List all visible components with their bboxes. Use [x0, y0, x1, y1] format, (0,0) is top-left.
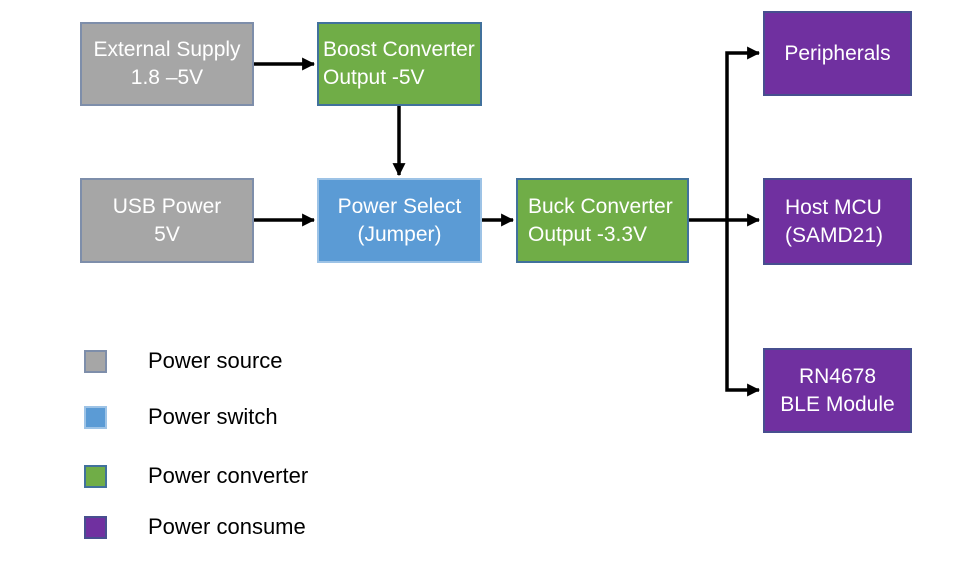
node-label-line1: RN4678: [798, 364, 877, 388]
node-usb-power: USB Power 5V: [80, 178, 254, 263]
node-label-line2: Output -5V: [323, 66, 425, 89]
node-label-line2: (Jumper): [357, 222, 442, 246]
power-consume-swatch: [84, 515, 107, 539]
legend-label: Power converter: [148, 463, 309, 488]
arrow-buck-to-ble-module: [725, 220, 761, 397]
node-external-supply: External Supply 1.8 –5V: [80, 22, 254, 106]
legend-item-power-source: Power source: [84, 348, 283, 374]
legend-item-power-converter: Power converter: [84, 463, 308, 489]
legend-item-power-switch: Power switch: [84, 404, 278, 430]
node-label-line1: Peripherals: [784, 41, 891, 65]
node-power-select: Power Select (Jumper): [317, 178, 482, 263]
node-label-line2: 1.8 –5V: [130, 66, 204, 89]
node-ble-module: RN4678 BLE Module: [763, 348, 912, 433]
power-converter-swatch: [84, 464, 107, 488]
node-label-line1: USB Power: [112, 194, 222, 218]
node-label-line2: 5V: [154, 222, 180, 246]
legend-label: Power switch: [148, 404, 278, 429]
node-buck-converter: Buck Converter Output -3.3V: [516, 178, 689, 263]
power-switch-swatch: [84, 405, 107, 429]
arrow-buck-to-peripherals: [725, 46, 761, 220]
legend-label: Power source: [148, 348, 283, 373]
node-label-line1: Buck Converter: [528, 194, 673, 218]
node-label-line1: Host MCU: [785, 195, 882, 219]
node-label-line1: Power Select: [337, 194, 462, 218]
node-host-mcu: Host MCU (SAMD21): [763, 178, 912, 265]
legend-item-power-consume: Power consume: [84, 514, 306, 540]
legend-label: Power consume: [148, 514, 306, 539]
node-label-line2: Output -3.3V: [528, 222, 648, 246]
node-label-line1: Boost Converter: [323, 38, 475, 61]
power-source-swatch: [84, 349, 107, 373]
node-label-line2: BLE Module: [780, 392, 895, 416]
node-label-line1: External Supply: [93, 38, 241, 61]
node-peripherals: Peripherals: [763, 11, 912, 96]
node-boost-converter: Boost Converter Output -5V: [317, 22, 482, 106]
node-label-line2: (SAMD21): [785, 223, 884, 247]
